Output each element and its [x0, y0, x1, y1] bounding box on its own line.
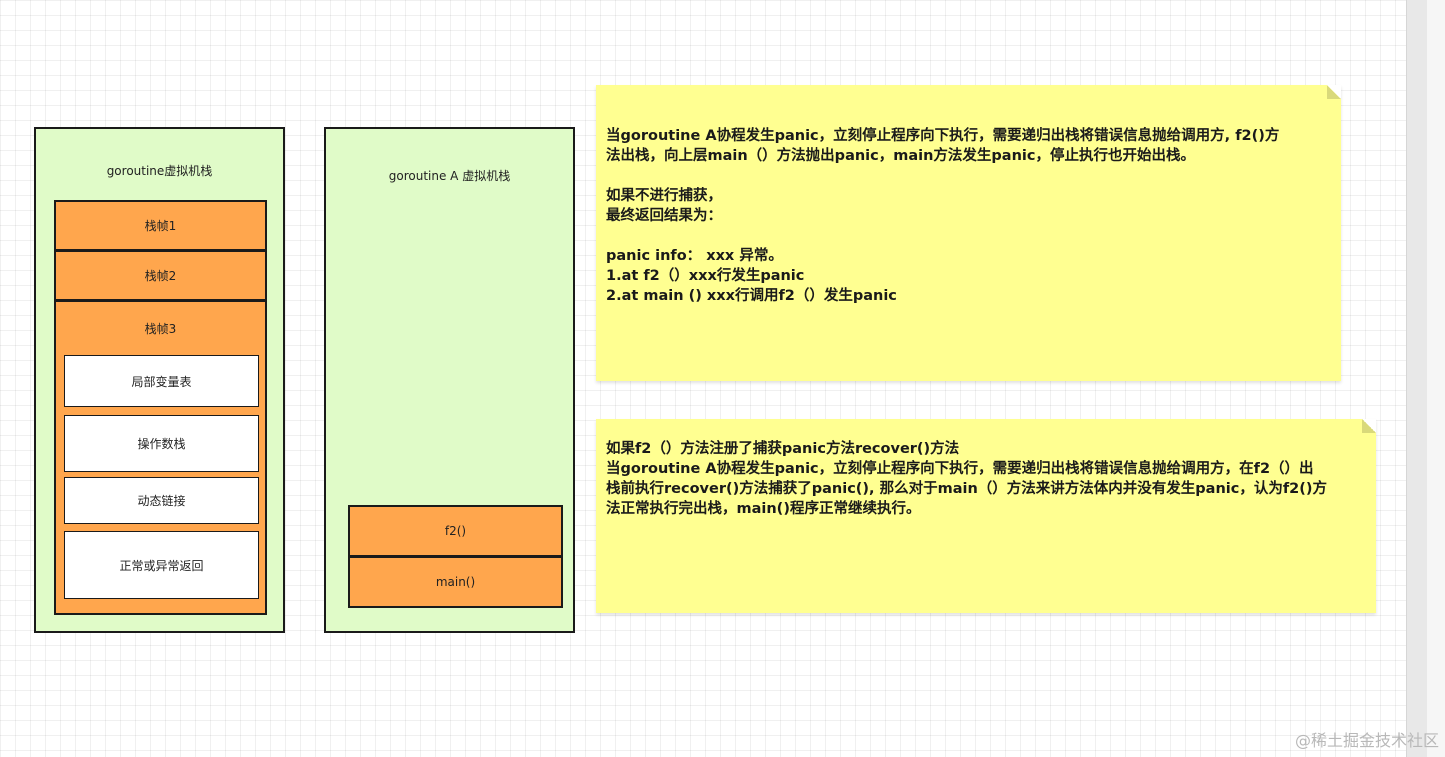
note-text-line: 2.at main () xxx行调用f2（）发生panic [606, 288, 897, 304]
note-text-line: 1.at f2（）xxx行发生panic [606, 268, 805, 284]
scrollbar-gutter [1427, 0, 1445, 757]
watermark: @稀土掘金技术社区 [1294, 731, 1439, 750]
goroutine-a-stack-box[interactable]: goroutine A 虚拟机栈 f2() main() [324, 127, 575, 633]
note-fold-shadow [1362, 419, 1376, 433]
stack-frame-3[interactable]: 栈帧3 局部变量表 操作数栈 动态链接 正常或异常返回 [54, 300, 267, 615]
goroutine-stack-title: goroutine虚拟机栈 [106, 164, 213, 178]
dynamic-linking[interactable]: 动态链接 [64, 477, 259, 524]
stack-frame-1[interactable]: 栈帧1 [54, 200, 267, 251]
note-text-line: 最终返回结果为： [606, 208, 722, 224]
return-address[interactable]: 正常或异常返回 [64, 531, 259, 599]
sticky-note-panic[interactable]: 当goroutine A协程发生panic，立刻停止程序向下执行，需要递归出栈将… [596, 85, 1341, 381]
vertical-scrollbar[interactable] [1406, 0, 1428, 757]
frame-main[interactable]: main() [348, 556, 563, 608]
note-text-line: 法正常执行完出栈，main()程序正常继续执行。 [606, 501, 921, 517]
operand-stack[interactable]: 操作数栈 [64, 415, 259, 472]
note-text-line: 当goroutine A协程发生panic，立刻停止程序向下执行，需要递归出栈将… [606, 461, 1314, 477]
frame-f2[interactable]: f2() [348, 505, 563, 557]
note-text-line: 如果f2（）方法注册了捕获panic方法recover()方法 [606, 441, 960, 457]
note-text-line: 栈前执行recover()方法捕获了panic(), 那么对于main（）方法来… [606, 481, 1327, 497]
note-text-line: 如果不进行捕获， [606, 188, 722, 204]
note-text-line: 当goroutine A协程发生panic，立刻停止程序向下执行，需要递归出栈将… [606, 128, 1280, 144]
stack-frame-2[interactable]: 栈帧2 [54, 250, 267, 301]
local-variable-table[interactable]: 局部变量表 [64, 355, 259, 407]
note-text-line: 法出栈，向上层main（）方法抛出panic，main方法发生panic，停止执… [606, 148, 1195, 164]
sticky-note-recover[interactable]: 如果f2（）方法注册了捕获panic方法recover()方法 当gorouti… [596, 419, 1376, 613]
stack-frame-3-label: 栈帧3 [144, 322, 177, 336]
note-fold-shadow [1327, 85, 1341, 99]
note-text-line: panic info： xxx 异常。 [606, 248, 783, 264]
goroutine-a-stack-title: goroutine A 虚拟机栈 [388, 169, 511, 183]
goroutine-stack-box[interactable]: goroutine虚拟机栈 栈帧1 栈帧2 栈帧3 局部变量表 操作数栈 动态链… [34, 127, 285, 633]
